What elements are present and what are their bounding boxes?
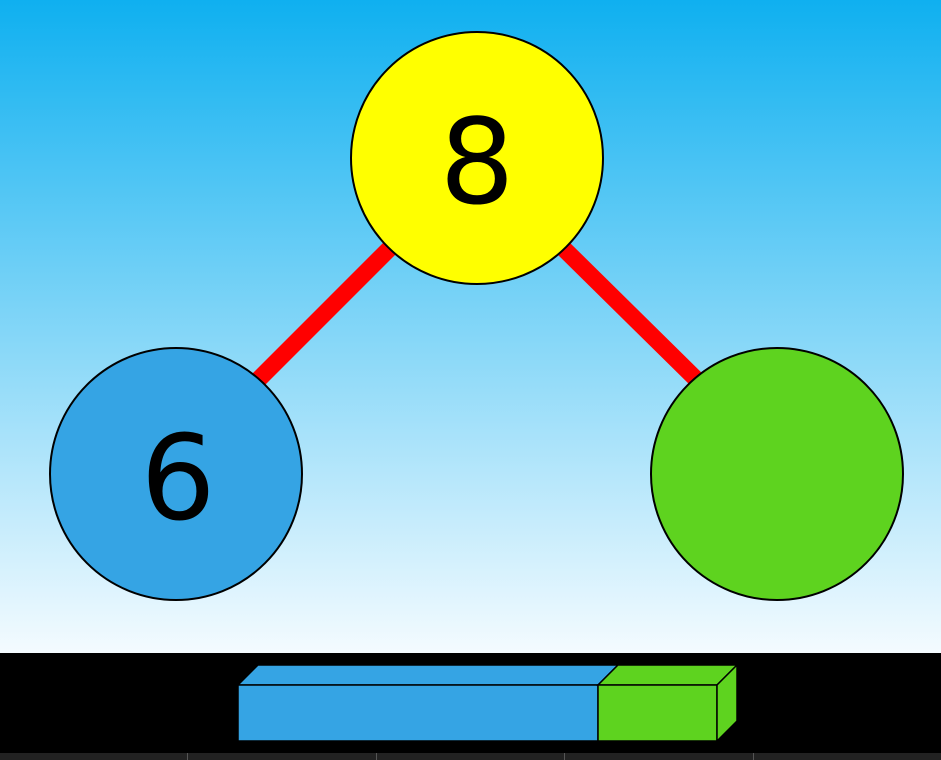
bar-model-panel [0,653,941,760]
tab-1[interactable] [0,753,188,760]
whole-number: 8 [439,93,514,231]
whole-circle[interactable]: 8 [350,31,604,285]
left-part-circle[interactable]: 6 [49,347,303,601]
connector-left [248,236,402,390]
tab-4[interactable] [564,753,753,760]
number-bond-stage: 8 6 [0,0,941,653]
right-part-circle[interactable] [650,347,904,601]
bar-left-top-face [236,664,620,686]
bar-right-top-face [596,664,739,686]
connector-right [552,236,706,390]
bar-model [236,663,739,743]
bar-right-side-face [716,663,738,743]
tab-5[interactable] [752,753,941,760]
tab-3[interactable] [375,753,565,760]
bar-left-segment [237,684,599,742]
bottom-tab-strip [0,753,941,760]
left-part-number: 6 [140,409,215,547]
tab-2[interactable] [187,753,376,760]
bar-right-segment [597,684,718,742]
